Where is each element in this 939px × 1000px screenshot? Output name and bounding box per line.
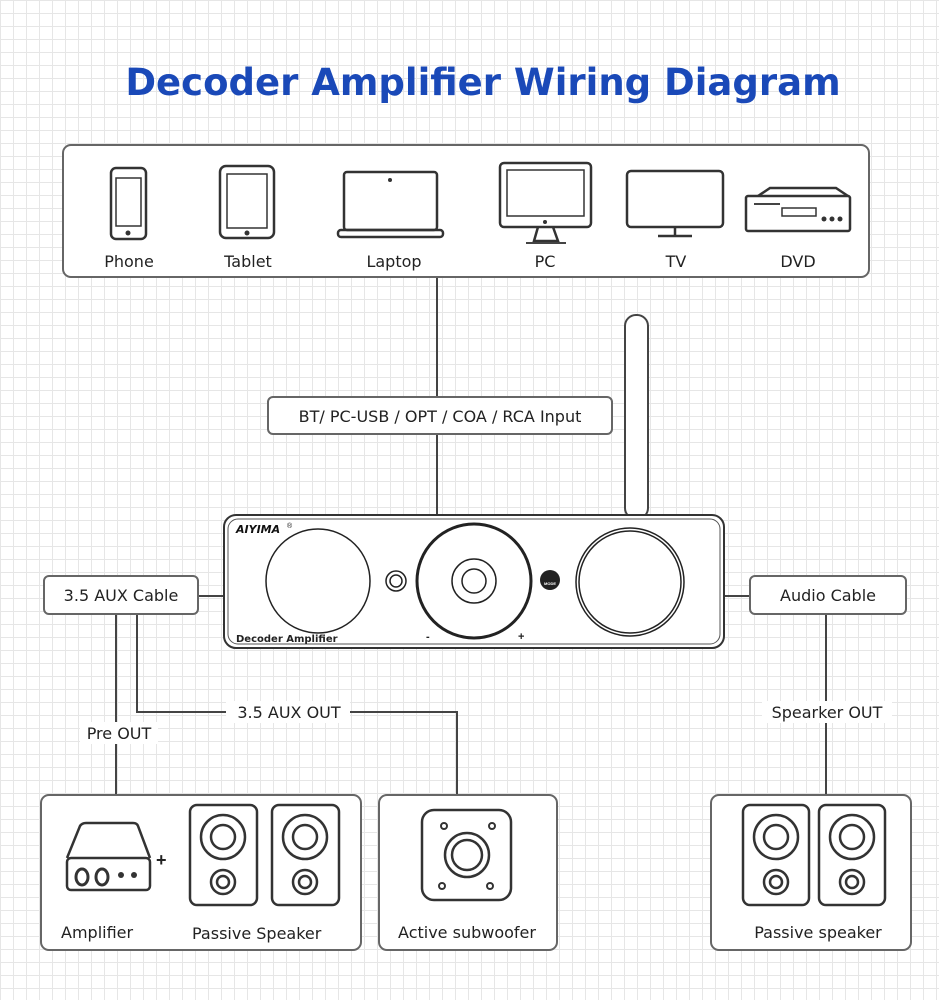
antenna-icon bbox=[624, 314, 649, 520]
source-label-pc: PC bbox=[535, 252, 556, 271]
amplifier-speaker-panel bbox=[40, 794, 362, 951]
volume-knob[interactable] bbox=[415, 522, 533, 640]
phone-icon bbox=[109, 166, 148, 241]
mode-label: MODE bbox=[544, 581, 556, 586]
audio-cable-label: Audio Cable bbox=[780, 586, 876, 605]
passive-speaker-icon bbox=[188, 803, 341, 907]
brand-logo: AIYIMA bbox=[235, 523, 280, 536]
left-display-circle bbox=[265, 528, 371, 634]
mode-button[interactable] bbox=[540, 570, 560, 590]
plus-sign: + bbox=[156, 850, 167, 870]
source-label-laptop: Laptop bbox=[366, 252, 421, 271]
laptop-icon bbox=[336, 170, 445, 239]
source-label-dvd: DVD bbox=[780, 252, 815, 271]
passive-speaker-right-label: Passive speaker bbox=[754, 923, 882, 942]
decoder-amplifier-device: AIYIMA ® MODE Decoder Amplifier - + bbox=[223, 514, 725, 649]
source-label-tv: TV bbox=[665, 252, 687, 271]
source-label-tablet: Tablet bbox=[223, 252, 272, 271]
pc-icon bbox=[498, 161, 593, 244]
tablet-icon bbox=[218, 164, 276, 240]
page-title: Decoder Amplifier Wiring Diagram bbox=[125, 61, 840, 104]
speaker-out-label: Spearker OUT bbox=[772, 703, 883, 722]
passive-speaker-panel bbox=[710, 794, 912, 951]
passive-speaker-label: Passive Speaker bbox=[192, 924, 322, 943]
model-label: Decoder Amplifier bbox=[236, 634, 338, 645]
volume-plus: + bbox=[518, 631, 524, 643]
input-label-box bbox=[267, 396, 613, 435]
subwoofer-panel bbox=[378, 794, 558, 951]
trademark: ® bbox=[287, 522, 293, 530]
aux-out-label: 3.5 AUX OUT bbox=[237, 703, 341, 722]
subwoofer-label: Active subwoofer bbox=[398, 923, 536, 942]
aux-cable-box bbox=[43, 575, 199, 615]
sources-panel bbox=[62, 144, 870, 278]
volume-minus: - bbox=[426, 631, 430, 643]
amplifier-label: Amplifier bbox=[61, 923, 134, 942]
dvd-icon bbox=[744, 186, 852, 233]
source-label-phone: Phone bbox=[104, 252, 154, 271]
passive-speaker-pair-icon bbox=[741, 803, 887, 907]
right-display-circle bbox=[575, 527, 685, 637]
headphone-jack-icon bbox=[385, 570, 407, 592]
input-label: BT/ PC-USB / OPT / COA / RCA Input bbox=[299, 407, 582, 426]
amplifier-icon bbox=[65, 821, 152, 892]
tv-icon bbox=[625, 169, 725, 238]
pre-out-label: Pre OUT bbox=[87, 724, 152, 743]
subwoofer-icon bbox=[420, 808, 513, 902]
audio-cable-box bbox=[749, 575, 907, 615]
aux-cable-label: 3.5 AUX Cable bbox=[64, 586, 179, 605]
